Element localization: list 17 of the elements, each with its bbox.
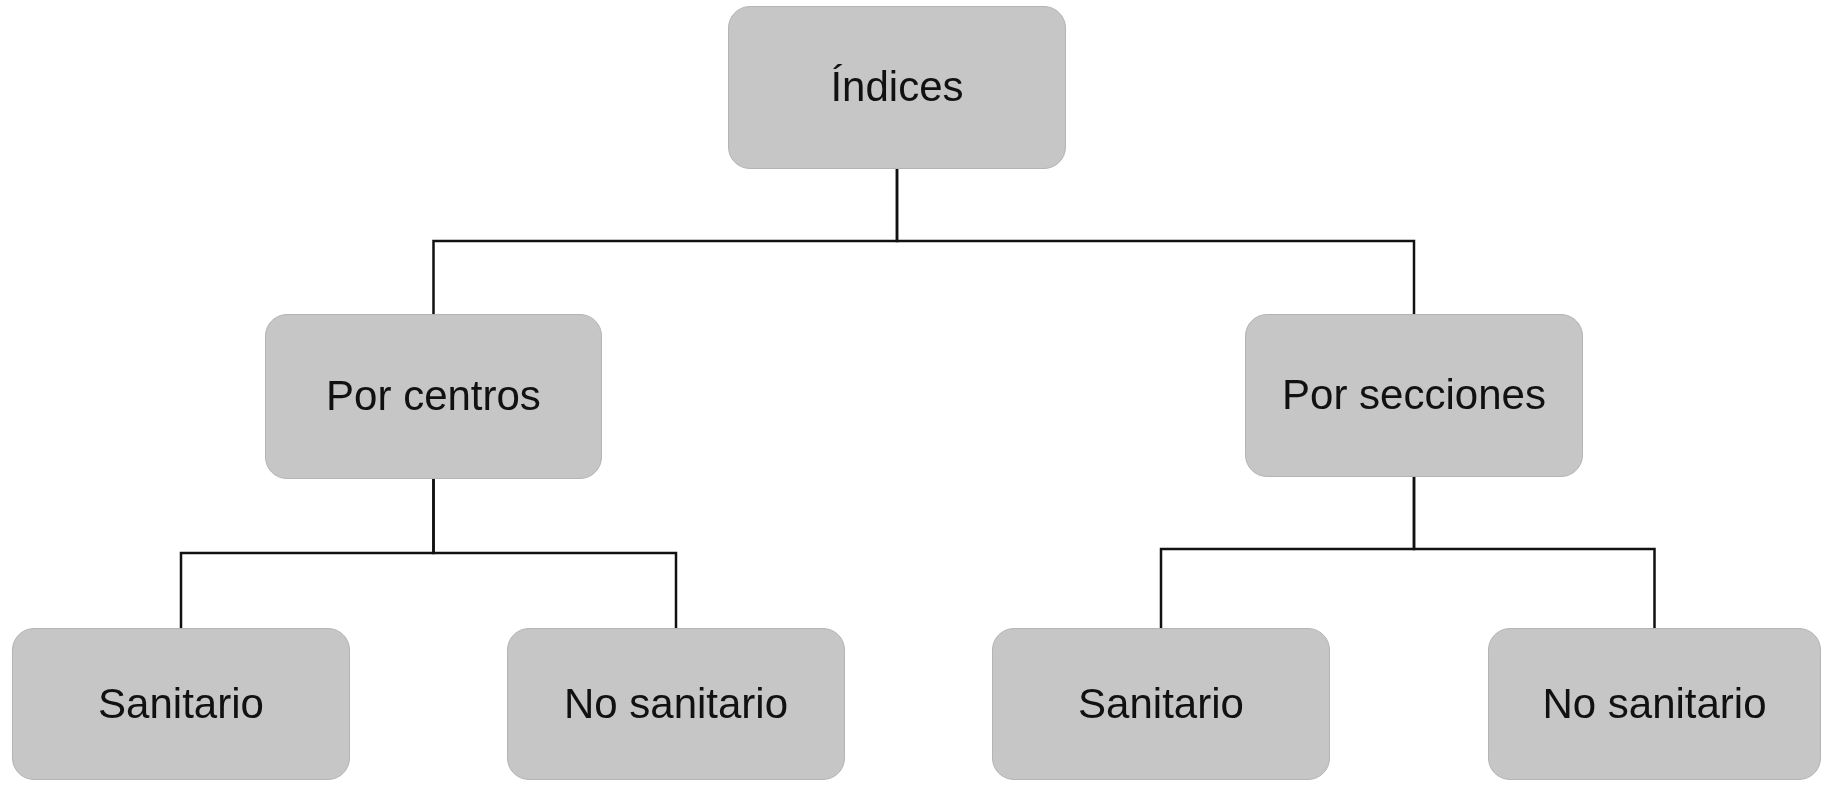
- category-box: [507, 628, 845, 780]
- connector-line: [1412, 477, 1656, 628]
- box-label: No sanitario: [562, 679, 790, 729]
- category-box: [1245, 314, 1583, 477]
- connector-line: [895, 169, 1416, 314]
- box-label: Sanitario: [1077, 679, 1245, 729]
- box-label: No sanitario: [1541, 679, 1768, 729]
- category-box: [265, 314, 602, 479]
- category-box: [728, 6, 1066, 169]
- connector-line: [432, 479, 678, 628]
- category-box: [992, 628, 1330, 780]
- box-label: Por centros: [325, 372, 542, 421]
- box-label: Por secciones: [1281, 371, 1547, 420]
- box-label: Sanitario: [97, 679, 265, 729]
- box-label: Índices: [829, 63, 965, 112]
- category-box: [12, 628, 350, 780]
- category-box: [1488, 628, 1821, 780]
